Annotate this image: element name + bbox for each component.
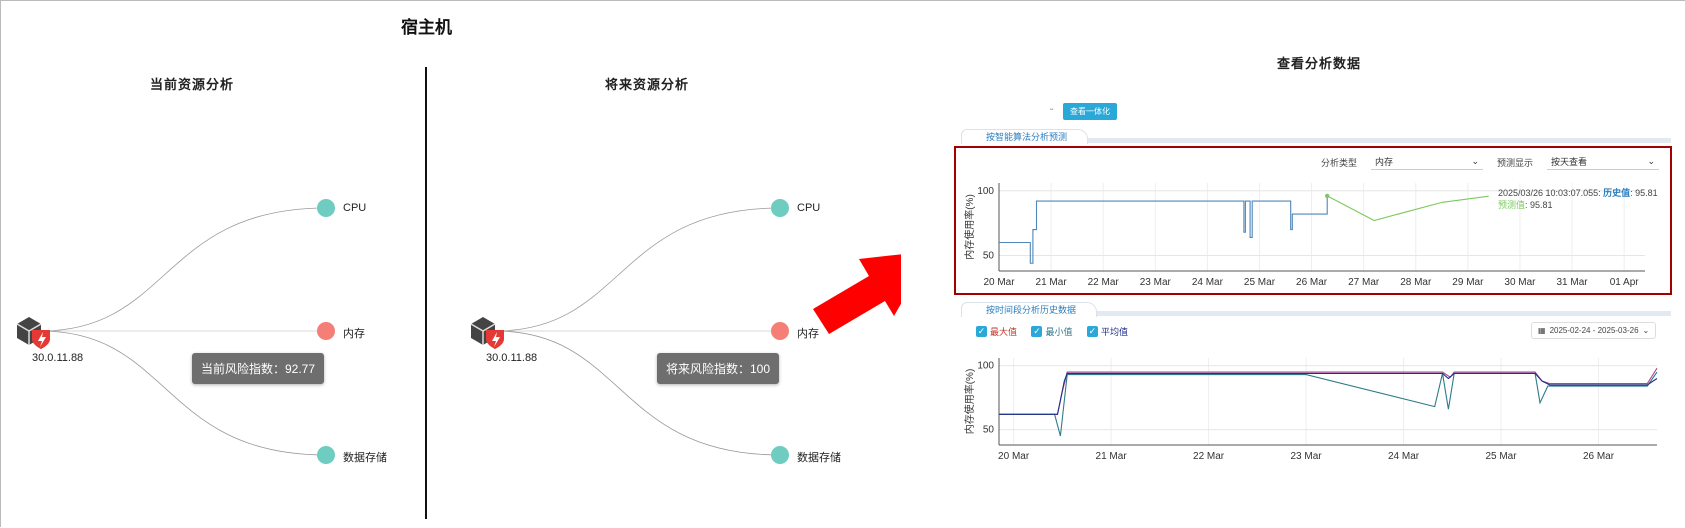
x-tick-label: 25 Mar	[1244, 277, 1276, 288]
series-line-1	[1326, 195, 1489, 222]
panel-divider	[425, 67, 427, 519]
host-risk-icon[interactable]	[16, 317, 50, 349]
chart-tooltip: 2025/03/26 10:03:07.055: 历史值: 95.81 预测值:…	[1498, 188, 1658, 210]
host-ip: 30.0.11.88	[486, 352, 538, 364]
chevron-down-icon: ⌄	[1647, 156, 1655, 166]
x-tick-label: 24 Mar	[1192, 277, 1224, 288]
future-topology	[494, 199, 789, 464]
future-panel-title: 将来资源分析	[605, 77, 690, 92]
x-tick-label: 01 Apr	[1610, 277, 1640, 288]
link-cpu	[494, 207, 781, 332]
node-storage[interactable]	[317, 446, 335, 464]
node-memory[interactable]	[771, 322, 789, 340]
x-tick-label: 26 Mar	[1296, 277, 1328, 288]
analysis-type-label: 分析类型	[1321, 158, 1358, 168]
forecast-select[interactable]: 按天查看 ⌄	[1547, 154, 1659, 170]
section-history-title: 按时间段分析历史数据	[961, 302, 1098, 317]
x-tick-label: 21 Mar	[1096, 451, 1128, 462]
node-label-storage: 数据存储	[797, 452, 841, 464]
x-tick-label: 23 Mar	[1291, 451, 1323, 462]
node-label-cpu: CPU	[797, 202, 821, 214]
x-tick-label: 23 Mar	[1140, 277, 1172, 288]
x-tick-label: 29 Mar	[1452, 277, 1484, 288]
prediction-chart[interactable]: 内存使用率(%) 20 Mar 21 Mar 22 Mar 23 Mar 24 Mar 25…	[961, 179, 1667, 291]
legend: ✓最大值 ✓最小值 ✓平均值	[976, 321, 1138, 339]
series-line-0	[999, 195, 1328, 264]
node-cpu[interactable]	[771, 199, 789, 217]
y-axis-label: 内存使用率(%)	[963, 369, 976, 435]
x-tick-label: 27 Mar	[1348, 277, 1380, 288]
x-tick-label: 20 Mar	[983, 277, 1015, 288]
node-cpu[interactable]	[317, 199, 335, 217]
node-memory[interactable]	[317, 322, 335, 340]
red-arrow-icon	[813, 254, 901, 334]
prediction-highlight-box	[954, 146, 1672, 295]
x-tick-label: 26 Mar	[1583, 451, 1615, 462]
current-panel-title: 当前资源分析	[150, 77, 235, 92]
node-label-storage: 数据存储	[343, 452, 387, 464]
legend-max[interactable]: ✓最大值	[976, 326, 1018, 337]
check-icon[interactable]: ✓	[1031, 326, 1043, 337]
legend-min[interactable]: ✓最小值	[1031, 326, 1073, 337]
y-tick-label: 50	[983, 425, 995, 436]
history-chart[interactable]: 内存使用率(%) 20 Mar 21 Mar 22 Mar 23 Mar 24 Mar 25…	[961, 353, 1667, 463]
current-risk-tooltip: 当前风险指数：92.77	[192, 353, 325, 384]
topology-graphs	[16, 199, 901, 464]
y-tick-label: 50	[983, 250, 995, 261]
link-cpu	[40, 207, 327, 332]
analysis-title: 查看分析数据	[1277, 56, 1362, 71]
x-tick-label: 25 Mar	[1485, 451, 1517, 462]
x-tick-label: 28 Mar	[1400, 277, 1432, 288]
x-tick-label: 22 Mar	[1088, 277, 1120, 288]
x-tick-label: 20 Mar	[998, 451, 1030, 462]
unify-button[interactable]: 查看一体化	[1063, 103, 1117, 120]
check-icon[interactable]: ✓	[1086, 326, 1098, 337]
node-label-cpu: CPU	[343, 202, 367, 214]
current-topology	[40, 199, 335, 464]
check-icon[interactable]: ✓	[976, 326, 987, 337]
date-range-picker[interactable]: ▦ 2025-02-24 - 2025-03-26 ⌄	[1531, 322, 1657, 339]
link-storage	[494, 330, 781, 456]
host-risk-icon[interactable]	[470, 317, 504, 349]
future-risk-tooltip: 将来风险指数：100	[657, 353, 780, 384]
node-storage[interactable]	[771, 446, 789, 464]
calendar-icon: ▦	[1538, 326, 1546, 335]
forecast-label: 预测显示	[1497, 158, 1534, 168]
x-tick-label: 30 Mar	[1504, 277, 1536, 288]
x-tick-label: 24 Mar	[1388, 451, 1420, 462]
y-tick-label: 100	[977, 186, 994, 197]
data-point[interactable]	[1325, 193, 1330, 199]
page-title: 宿主机	[401, 18, 452, 37]
y-axis-label: 内存使用率(%)	[963, 194, 976, 260]
legend-avg[interactable]: ✓平均值	[1086, 326, 1128, 337]
node-label-memory: 内存	[797, 328, 819, 340]
section-history-header: 按时间段分析历史数据	[961, 302, 1671, 317]
link-storage	[40, 330, 327, 456]
y-tick-label: 100	[977, 361, 994, 372]
chevron-down-icon: ⌄	[1471, 156, 1479, 166]
chevron-down-icon: ⌄	[1642, 326, 1650, 335]
analysis-type-select[interactable]: 内存 ⌄	[1371, 154, 1483, 170]
node-label-memory: 内存	[343, 328, 365, 340]
x-tick-label: 21 Mar	[1036, 277, 1068, 288]
toggle-icon[interactable]: ᵕ	[1050, 105, 1054, 114]
section-prediction-header: 按智能算法分析预测	[961, 129, 1671, 144]
series-line-2	[999, 372, 1658, 415]
x-tick-label: 31 Mar	[1557, 277, 1589, 288]
section-prediction-title: 按智能算法分析预测	[961, 129, 1089, 144]
series-line-1	[999, 371, 1658, 437]
x-tick-label: 22 Mar	[1193, 451, 1225, 462]
host-ip: 30.0.11.88	[32, 352, 84, 364]
